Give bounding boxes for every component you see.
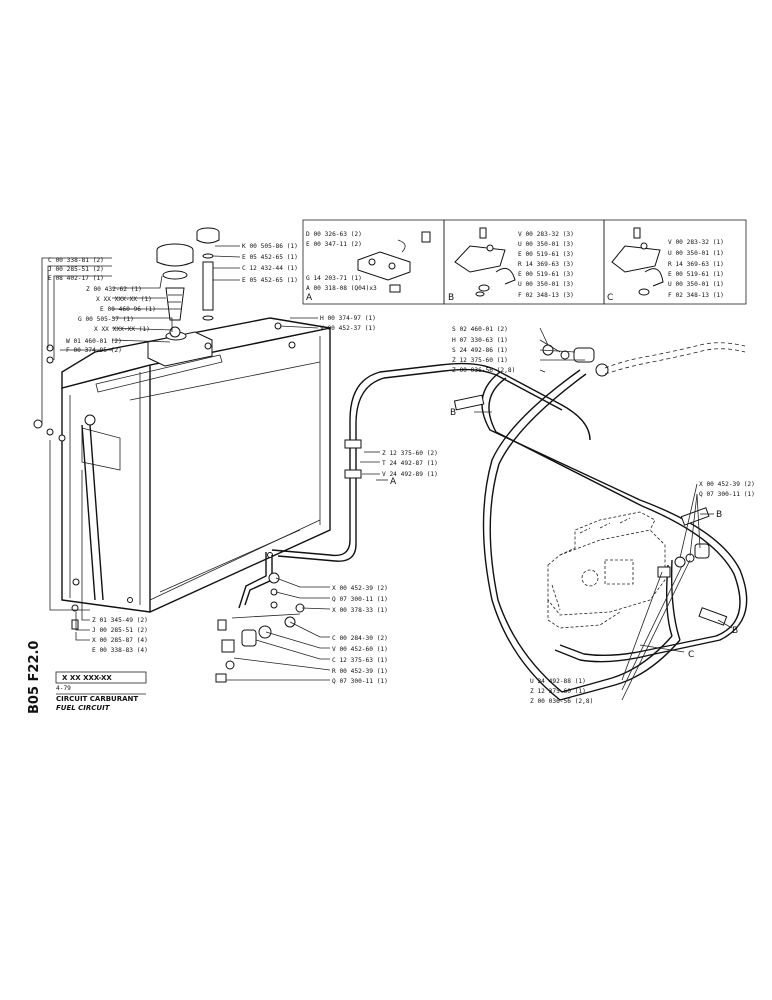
box-b-labels: V 00 283-32 (3) U 00 350-01 (3) E 00 519…	[448, 231, 574, 303]
line-letter: A	[390, 477, 397, 487]
part-label: X 00 378-33 (1)	[332, 607, 388, 614]
tank-bottom-labels: Z 01 345-49 (2) J 00 285-51 (2) X 00 285…	[92, 617, 148, 654]
part-label: Z 00 432-62 (1)	[86, 286, 142, 293]
pump-labels: X 00 452-39 (2) Q 07 300-11 (1) B B C U …	[530, 481, 755, 705]
part-label: E 00 519-61 (1)	[668, 271, 724, 278]
title-english: FUEL CIRCUIT	[56, 704, 111, 712]
part-label: U 24 492-88 (1)	[530, 678, 586, 685]
part-label: W 01 460-01 (2)	[66, 338, 122, 345]
part-label: V 00 283-32 (3)	[518, 231, 574, 238]
fuel-tank	[61, 317, 331, 613]
part-label: C 00 338-81 (2)	[48, 257, 104, 264]
line-letter: C	[688, 650, 694, 660]
part-label: U 00 350-01 (3)	[518, 281, 574, 288]
sheet-date: 4-79	[56, 685, 71, 692]
part-label: E 08 402-17 (1)	[48, 275, 104, 282]
part-label: X 00 452-39 (2)	[332, 585, 388, 592]
detail-boxes	[302, 219, 747, 305]
part-label: G 14 203-71 (1)	[306, 275, 362, 282]
lower-mid-labels: X 00 452-39 (2) Q 07 300-11 (1) X 00 378…	[332, 585, 388, 685]
part-label: S 02 460-01 (2)	[452, 326, 508, 333]
part-label: V 24 492-89 (1)	[382, 471, 438, 478]
tank-left-labels: C 00 338-81 (2) J 00 285-51 (2) E 08 402…	[48, 257, 156, 354]
part-label: R 14 369-63 (3)	[518, 261, 574, 268]
part-label: U 00 350-01 (3)	[518, 241, 574, 248]
part-label: E 00 460-96 (1)	[100, 306, 156, 313]
part-label: C 12 375-63 (1)	[332, 657, 388, 664]
part-label: J 00 285-51 (2)	[48, 266, 104, 273]
injection-pump	[547, 511, 666, 629]
part-label: X XX XXX-XX (1)	[96, 296, 152, 303]
part-label: Q 07 300-11 (1)	[699, 491, 755, 498]
line-letter: B	[732, 626, 738, 636]
tank-fasteners	[33, 344, 273, 630]
part-label: U 00 350-01 (1)	[668, 250, 724, 257]
box-letter: B	[448, 293, 454, 303]
part-label: R 14 369-63 (1)	[668, 261, 724, 268]
part-label: X 00 285-87 (4)	[92, 637, 148, 644]
line-letter: B	[716, 510, 722, 520]
part-label: X XX XXX-XX (1)	[94, 326, 150, 333]
sheet-code: B05 F22.0	[27, 641, 42, 714]
part-label: E 00 338-83 (4)	[92, 647, 148, 654]
part-label: V 00 452-37 (1)	[320, 325, 376, 332]
part-label: Z 12 375-60 (2)	[382, 450, 438, 457]
mid-line-labels: Z 12 375-60 (2) T 24 492-87 (1) V 24 492…	[382, 408, 456, 487]
box-a-labels: D 00 326-63 (2) E 00 347-11 (2) G 14 203…	[306, 231, 377, 303]
lower-unions	[215, 572, 305, 683]
return-line-labels: S 02 460-01 (2) H 07 330-63 (1) S 24 492…	[452, 326, 515, 374]
part-label: J 00 285-51 (2)	[92, 627, 148, 634]
part-label: H 07 330-63 (1)	[452, 337, 508, 344]
part-label: F 02 348-13 (1)	[668, 292, 724, 299]
line-letter: B	[450, 408, 456, 418]
filler-cap-assembly	[156, 227, 220, 338]
part-label: E 05 452-65 (1)	[242, 254, 298, 261]
part-label: D 00 326-63 (2)	[306, 231, 362, 238]
part-label: E 00 519-61 (3)	[518, 271, 574, 278]
part-label: E 05 452-65 (1)	[242, 277, 298, 284]
box-c-labels: V 00 283-32 (1) U 00 350-01 (1) R 14 369…	[607, 239, 724, 303]
part-label: C 12 432-44 (1)	[242, 265, 298, 272]
sheet-ref: X XX XXX-XX	[62, 674, 112, 682]
part-label: U 00 350-01 (1)	[668, 281, 724, 288]
part-label: V 00 452-60 (1)	[332, 646, 388, 653]
part-label: C 00 284-30 (2)	[332, 635, 388, 642]
part-label: S 24 492-86 (1)	[452, 347, 508, 354]
title-block: B05 F22.0 X XX XXX-XX 4-79 CIRCUIT CARBU…	[27, 641, 147, 714]
title-french: CIRCUIT CARBURANT	[56, 695, 138, 703]
part-label: Z 00 036-56 (2,8)	[530, 698, 593, 705]
pump-fittings	[657, 543, 710, 578]
part-label: X 00 452-39 (2)	[699, 481, 755, 488]
part-label: A 00 318-08 (Q04)x3	[306, 285, 377, 292]
part-label: Z 00 036-56 (2,8)	[452, 367, 515, 374]
part-label: Z 12 375-60 (1)	[530, 688, 586, 695]
part-label: E 00 347-11 (2)	[306, 241, 362, 248]
part-label: R 00 452-39 (1)	[332, 668, 388, 675]
box-letter: A	[306, 293, 313, 303]
part-label: Q 07 300-11 (1)	[332, 678, 388, 685]
part-label: V 00 283-32 (1)	[668, 239, 724, 246]
tank-cap-labels: K 00 505-86 (1) E 05 452-65 (1) C 12 432…	[242, 243, 376, 332]
part-label: E 00 519-61 (3)	[518, 251, 574, 258]
part-label: G 00 505-37 (1)	[78, 316, 134, 323]
part-label: Q 07 300-11 (1)	[332, 596, 388, 603]
part-label: K 00 505-86 (1)	[242, 243, 298, 250]
box-letter: C	[607, 293, 613, 303]
part-label: H 00 374-97 (1)	[320, 315, 376, 322]
part-label: Z 01 345-49 (2)	[92, 617, 148, 624]
part-label: F 02 348-13 (3)	[518, 292, 574, 299]
part-label: F 00 374-95 (2)	[66, 347, 122, 354]
part-label: Z 12 375-60 (1)	[452, 357, 508, 364]
part-label: T 24 492-87 (1)	[382, 460, 438, 467]
leader-lines	[41, 245, 733, 701]
